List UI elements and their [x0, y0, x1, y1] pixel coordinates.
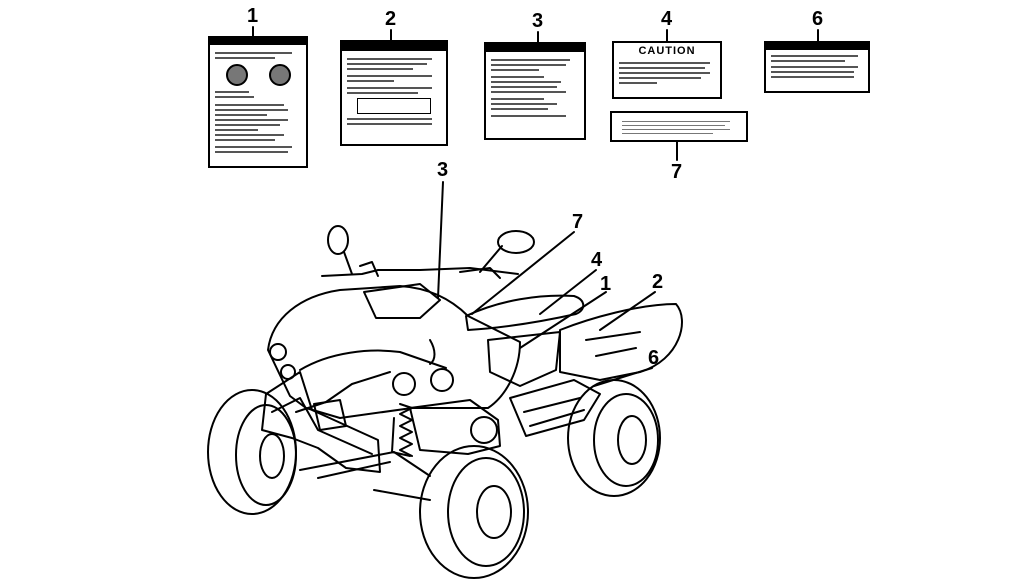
decal-7-notice-label: [610, 111, 748, 142]
caution-heading: CAUTION: [638, 45, 696, 57]
front-bumper: [261, 371, 381, 473]
leader-line: [599, 291, 656, 331]
leader-line: [437, 181, 444, 299]
front-left-wheel: [207, 389, 297, 515]
a-arms: [299, 451, 431, 477]
callout-number-7-top: 7: [671, 161, 683, 183]
front-fender: [267, 285, 521, 419]
decal-6-load-label: [764, 41, 870, 93]
decal-4-caution-label: CAUTION: [612, 41, 722, 99]
callout-number-1-top: 1: [247, 5, 259, 27]
rear-right-wheel: [567, 379, 661, 497]
front-cowl: [363, 283, 441, 319]
mirror-left: [327, 225, 353, 275]
callout-number-3-vehicle: 3: [437, 159, 449, 181]
decal-2-tire-pressure-label: [340, 40, 448, 146]
front-right-wheel: [419, 445, 529, 579]
callout-number-1-vehicle: 1: [600, 273, 612, 295]
callout-number-7-vehicle: 7: [572, 211, 584, 233]
leader-line: [519, 291, 607, 349]
seat: [465, 294, 585, 331]
warning-pictogram-icon: [268, 64, 291, 86]
footrest: [509, 379, 601, 437]
headlights: [269, 343, 454, 396]
callout-number-6-top: 6: [812, 8, 824, 30]
leader-line: [471, 231, 575, 315]
callout-number-4-top: 4: [661, 8, 673, 30]
callout-number-2-vehicle: 2: [652, 271, 664, 293]
tire-pressure-table: [357, 98, 431, 114]
callout-number-4-vehicle: 4: [591, 249, 603, 271]
callout-number-3-top: 3: [532, 10, 544, 32]
mirror-right: [479, 230, 535, 273]
handlebars: [321, 261, 519, 279]
side-panel: [487, 331, 561, 387]
callout-number-2-top: 2: [385, 8, 397, 30]
callout-number-6-vehicle: 6: [648, 347, 660, 369]
warning-pictogram-icon: [225, 64, 248, 86]
front-suspension-spring: [399, 403, 413, 457]
decal-1-warning-label: [208, 36, 308, 168]
front-grille: [313, 399, 347, 431]
rear-fender: [559, 303, 683, 381]
leader-line: [539, 269, 597, 315]
decal-3-reverse-gear-label: [484, 42, 586, 140]
